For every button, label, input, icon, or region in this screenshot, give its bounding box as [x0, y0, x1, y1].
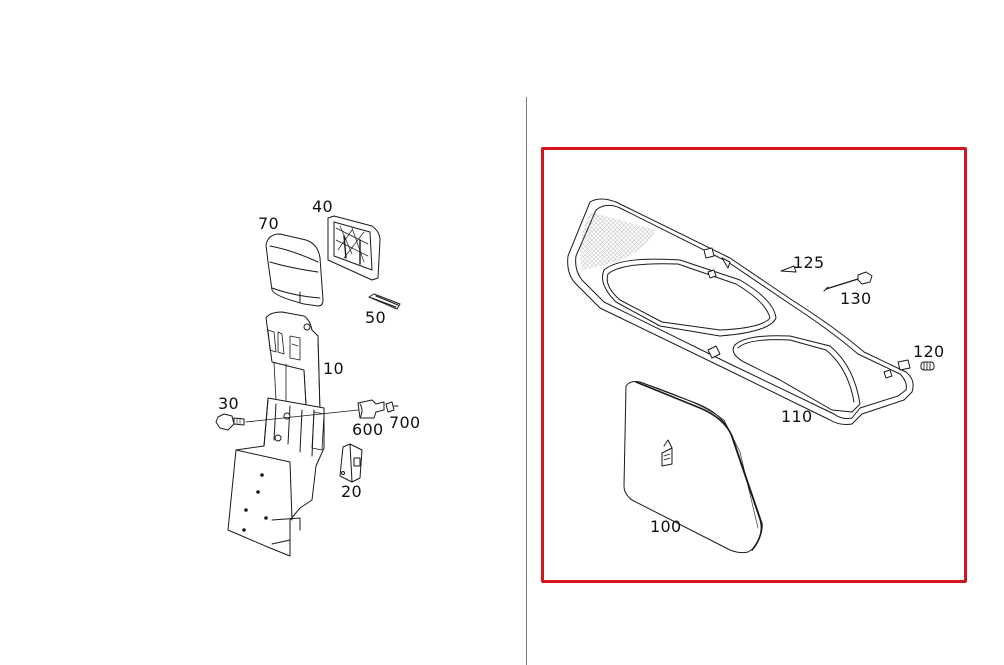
part-10-backrest-frame[interactable] — [227, 311, 325, 557]
part-125-wedge[interactable] — [780, 265, 797, 273]
panel-divider — [526, 97, 527, 665]
part-40-mesh-panel[interactable] — [327, 215, 381, 281]
part-600-bushing[interactable] — [357, 399, 385, 419]
label-part-50[interactable]: 50 — [365, 308, 386, 327]
part-700-plug[interactable] — [385, 401, 399, 413]
part-110-mesh-frame[interactable] — [567, 198, 914, 425]
part-130-pin[interactable] — [823, 271, 873, 292]
label-part-600[interactable]: 600 — [352, 420, 384, 439]
label-part-700[interactable]: 700 — [389, 413, 421, 432]
label-part-100[interactable]: 100 — [650, 517, 682, 536]
label-part-70[interactable]: 70 — [258, 214, 279, 233]
label-part-130[interactable]: 130 — [840, 289, 872, 308]
part-70-cover[interactable] — [265, 233, 324, 307]
part-30-bolt[interactable] — [215, 409, 359, 431]
label-part-30[interactable]: 30 — [218, 394, 239, 413]
part-100-storage-bag[interactable] — [623, 381, 763, 554]
label-part-125[interactable]: 125 — [793, 253, 825, 272]
part-50-clip[interactable] — [368, 293, 401, 310]
label-part-110[interactable]: 110 — [781, 407, 813, 426]
label-part-10[interactable]: 10 — [323, 359, 344, 378]
label-part-20[interactable]: 20 — [341, 482, 362, 501]
label-part-120[interactable]: 120 — [913, 342, 945, 361]
part-20-bracket[interactable] — [339, 443, 363, 483]
label-part-40[interactable]: 40 — [312, 197, 333, 216]
highlight-box-selected-group — [541, 147, 967, 583]
part-120-spring-cap[interactable] — [920, 361, 935, 371]
